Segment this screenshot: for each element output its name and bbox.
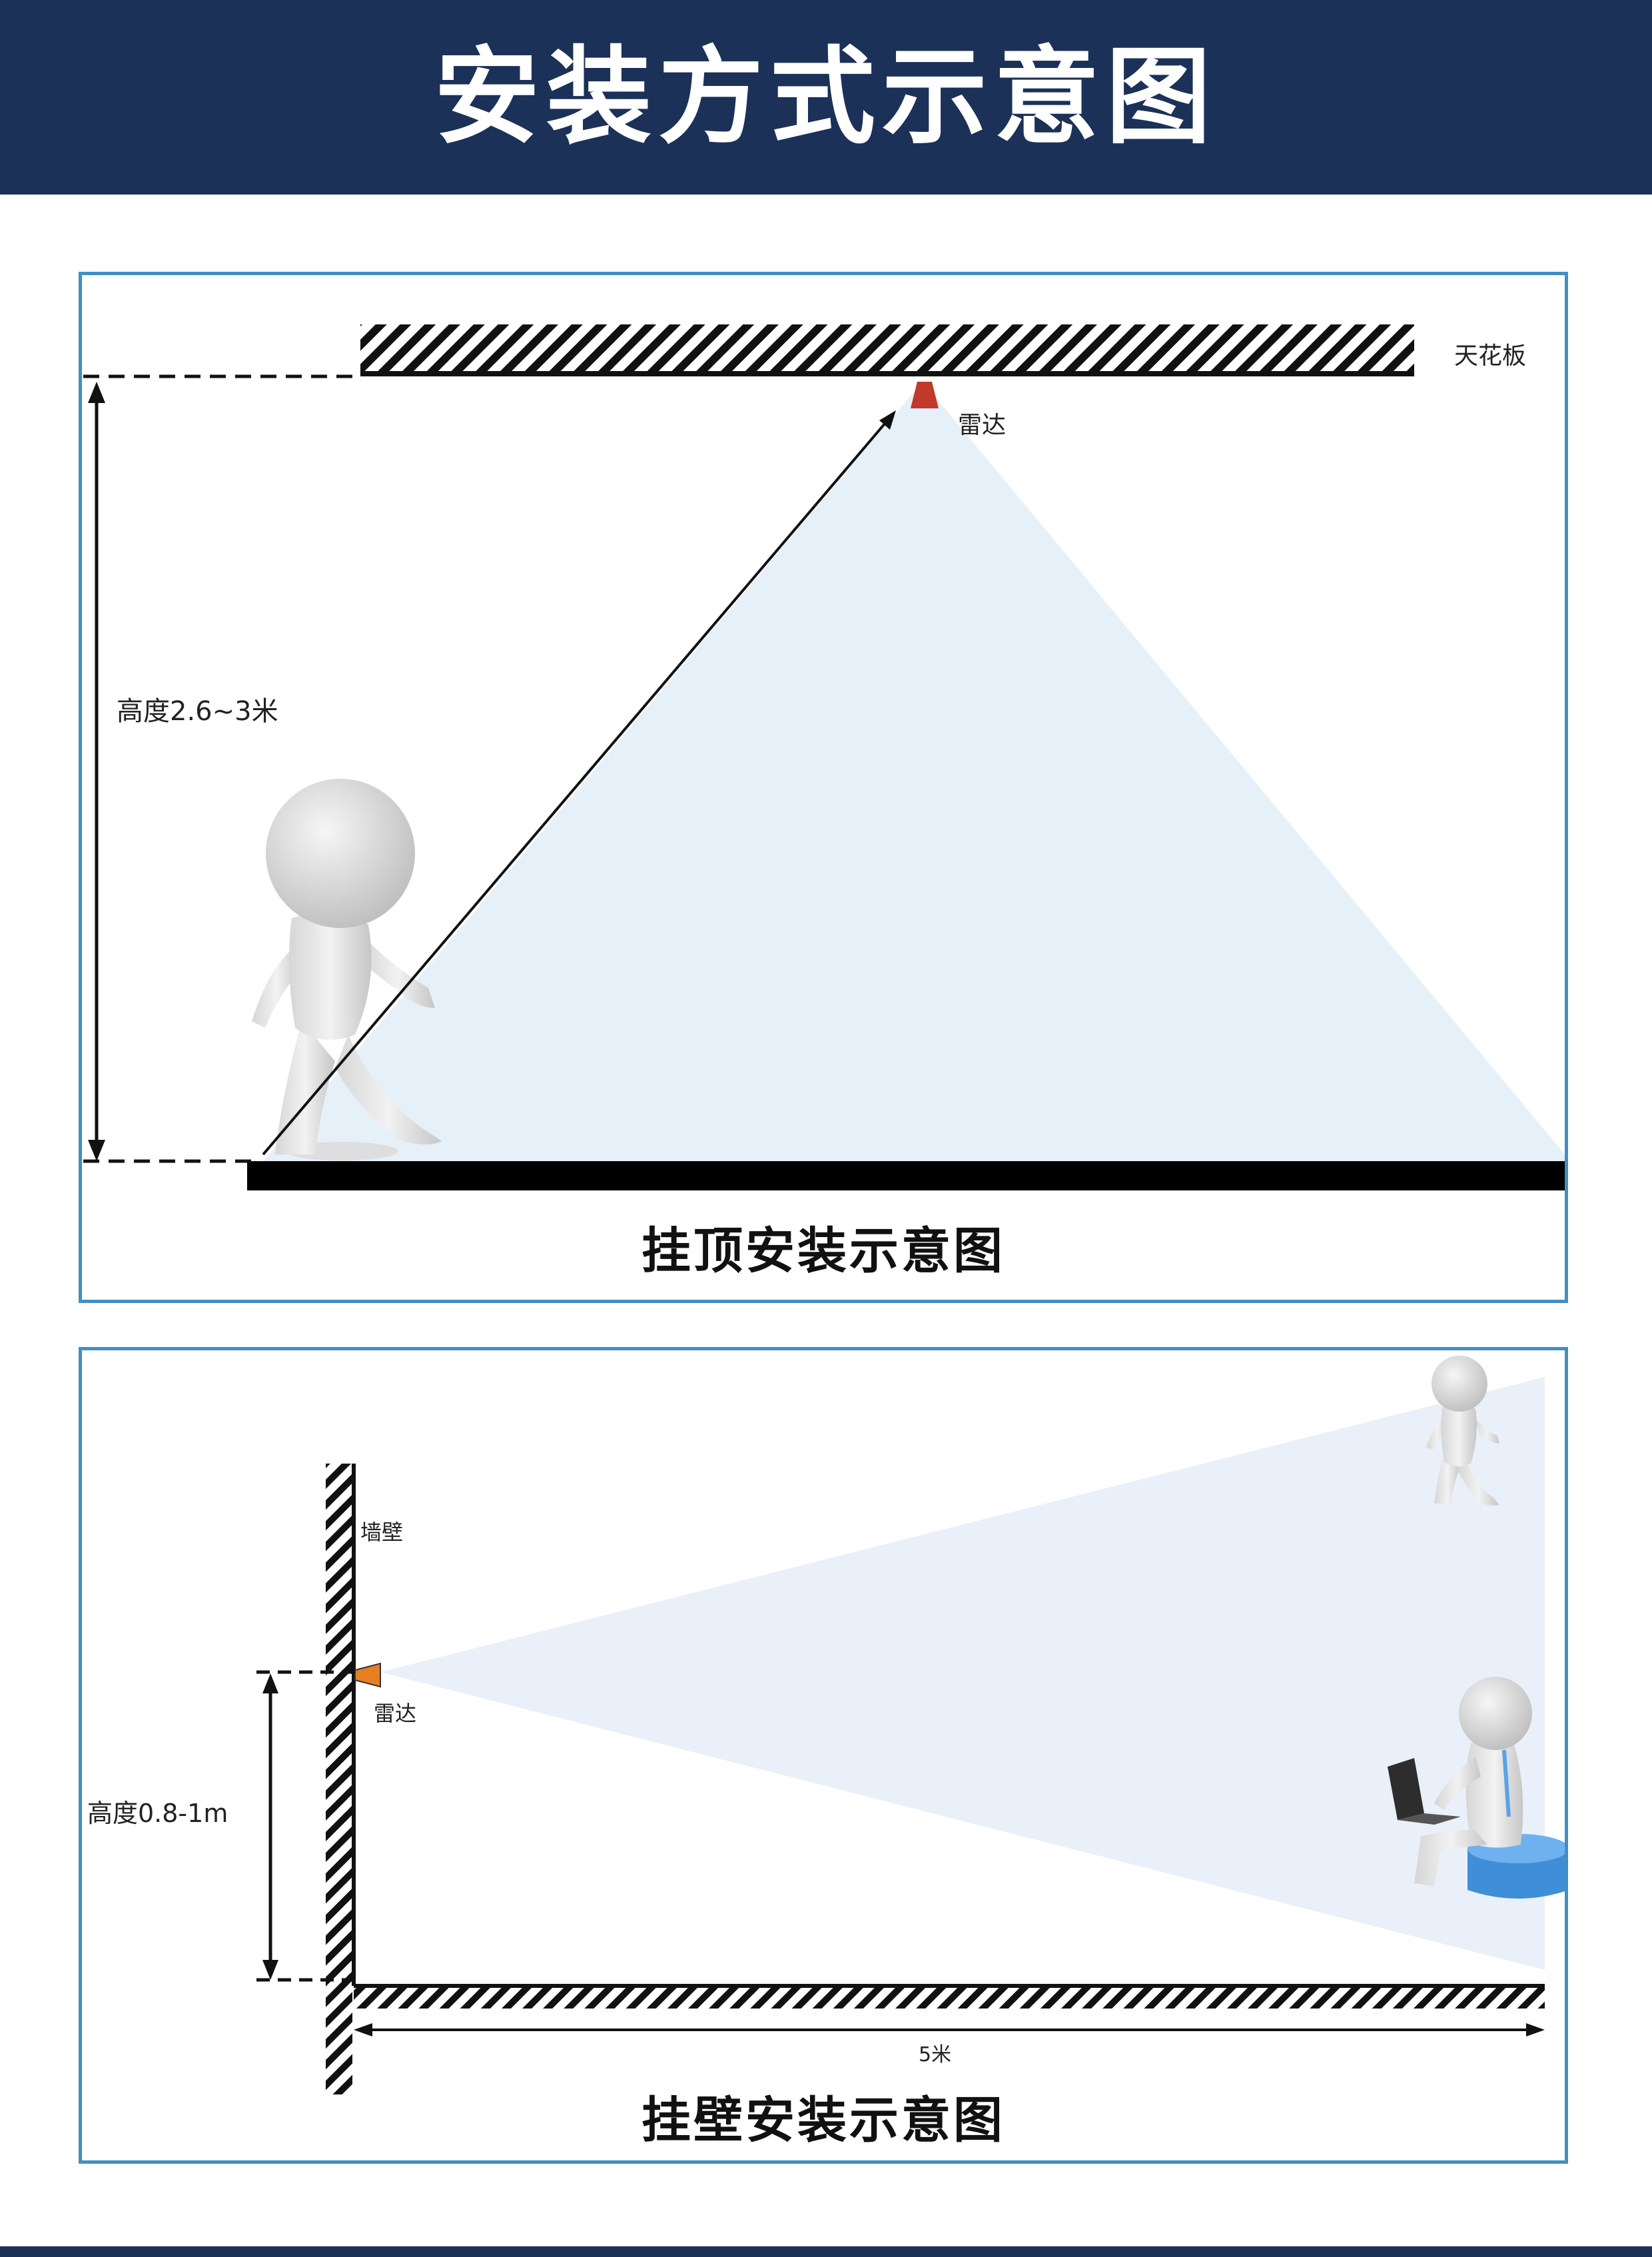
radar-label: 雷达 <box>958 412 1007 439</box>
seated-person-figure <box>1388 1677 1565 1899</box>
walking-person-figure <box>1426 1356 1499 1506</box>
radar-label: 雷达 <box>374 1701 417 1726</box>
wall-install-panel: 墙壁 雷达 高度0.8-1m 5米 挂壁安装示意图 <box>79 1347 1568 2164</box>
ceiling-install-diagram <box>83 324 1565 1190</box>
height-label: 高度2.6~3米 <box>117 696 278 727</box>
wall-install-diagram <box>256 1356 1565 2094</box>
walking-person-figure <box>252 779 442 1160</box>
height-label: 高度0.8-1m <box>87 1799 228 1828</box>
ceiling-label: 天花板 <box>1454 342 1527 370</box>
detection-beam <box>380 1377 1545 1970</box>
detection-beam <box>260 382 1565 1164</box>
distance-label: 5米 <box>919 2043 952 2066</box>
wall-hatch <box>326 1464 352 2094</box>
page-title: 安装方式示意图 <box>434 36 1218 159</box>
ceiling-install-caption: 挂顶安装示意图 <box>641 1222 1005 1280</box>
wall-install-caption: 挂壁安装示意图 <box>641 2092 1005 2149</box>
header-banner: 安装方式示意图 <box>0 0 1652 195</box>
radar-icon <box>911 382 939 408</box>
floor-bar <box>247 1161 1565 1190</box>
ceiling-install-panel: 天花板 雷达 高度2.6~3米 挂顶安装示意图 <box>79 272 1568 1303</box>
radar-icon <box>354 1662 381 1688</box>
range-arrow <box>262 417 891 1156</box>
ceiling-hatch <box>360 324 1414 372</box>
laptop-icon <box>1388 1758 1424 1820</box>
floor-hatch <box>354 1986 1545 2009</box>
wall-label: 墙壁 <box>360 1520 404 1545</box>
footer-bar <box>0 2246 1652 2257</box>
